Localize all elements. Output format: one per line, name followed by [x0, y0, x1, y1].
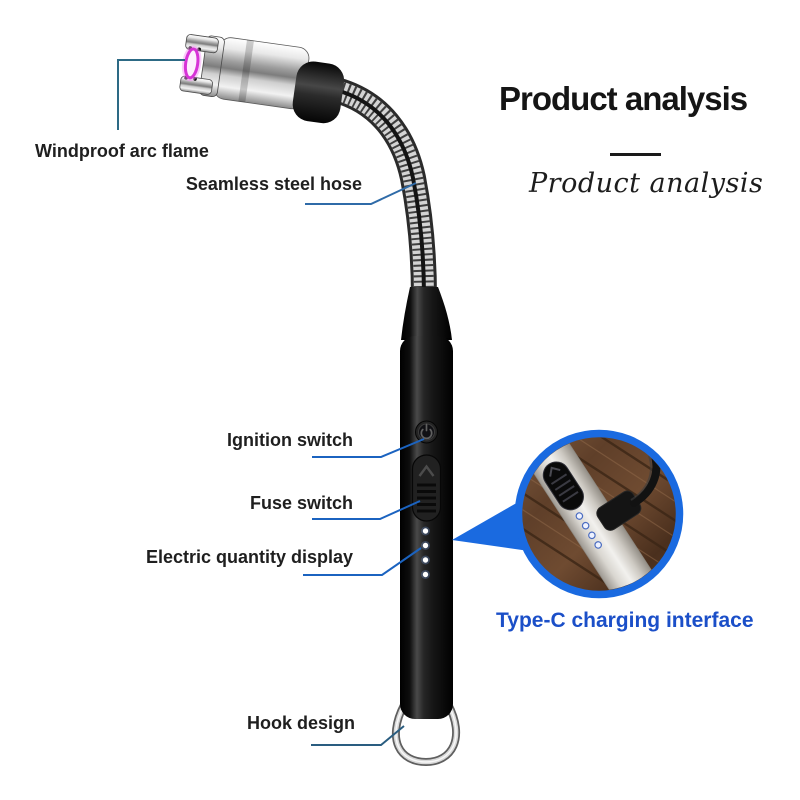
page-title: Product analysis: [499, 80, 748, 117]
seamless-steel-hose: [332, 77, 437, 299]
inset-fuse-ribs: [550, 473, 579, 503]
leader-ignition-switch: [312, 438, 425, 458]
ignition-button: [415, 420, 438, 444]
leader-seamless-steel-hose: [305, 182, 417, 205]
lighter-nozzle: [179, 34, 345, 124]
callout-seamless-steel-hose: Seamless steel hose: [185, 174, 362, 194]
page-subtitle: Product analysis: [529, 168, 764, 199]
inset-blue-accent: [522, 437, 556, 449]
leader-electric-quantity: [303, 547, 422, 576]
leader-hook-design: [311, 725, 405, 746]
inset-battery-leds: [575, 512, 602, 549]
battery-led-display: [421, 526, 430, 579]
nozzle-collar: [292, 61, 345, 124]
inset-lighter-top: [522, 437, 552, 444]
callout-windproof-arc-flame: Windproof arc flame: [35, 141, 209, 161]
arc-flame-icon: [183, 47, 200, 80]
electrode: [197, 47, 202, 52]
callout-ignition-switch: Ignition switch: [227, 430, 353, 450]
handle-cone: [401, 287, 452, 340]
inset-chevron-up-icon: [549, 466, 561, 477]
callout-electric-quantity-display: Electric quantity display: [145, 547, 353, 567]
callout-tail: [452, 497, 529, 551]
leader-fuse-switch: [312, 500, 421, 520]
handle-body: [400, 336, 453, 719]
fuse-switch-ribs: [417, 483, 436, 513]
charging-inset: [452, 429, 684, 599]
chevron-up-icon: [418, 464, 435, 477]
lighter-handle: [400, 287, 453, 719]
callout-fuse-switch: Fuse switch: [249, 493, 353, 513]
fork-arm-bottom: [179, 75, 213, 95]
fuse-switch: [411, 454, 442, 522]
callout-hook-design: Hook design: [246, 713, 355, 733]
callout-type-c-charging: Type-C charging interface: [496, 609, 754, 632]
title-divider: [610, 153, 661, 156]
nozzle-seam: [238, 39, 254, 103]
power-icon: [420, 423, 433, 440]
electrode: [193, 77, 197, 81]
leader-windproof-arc-flame: [117, 59, 185, 130]
